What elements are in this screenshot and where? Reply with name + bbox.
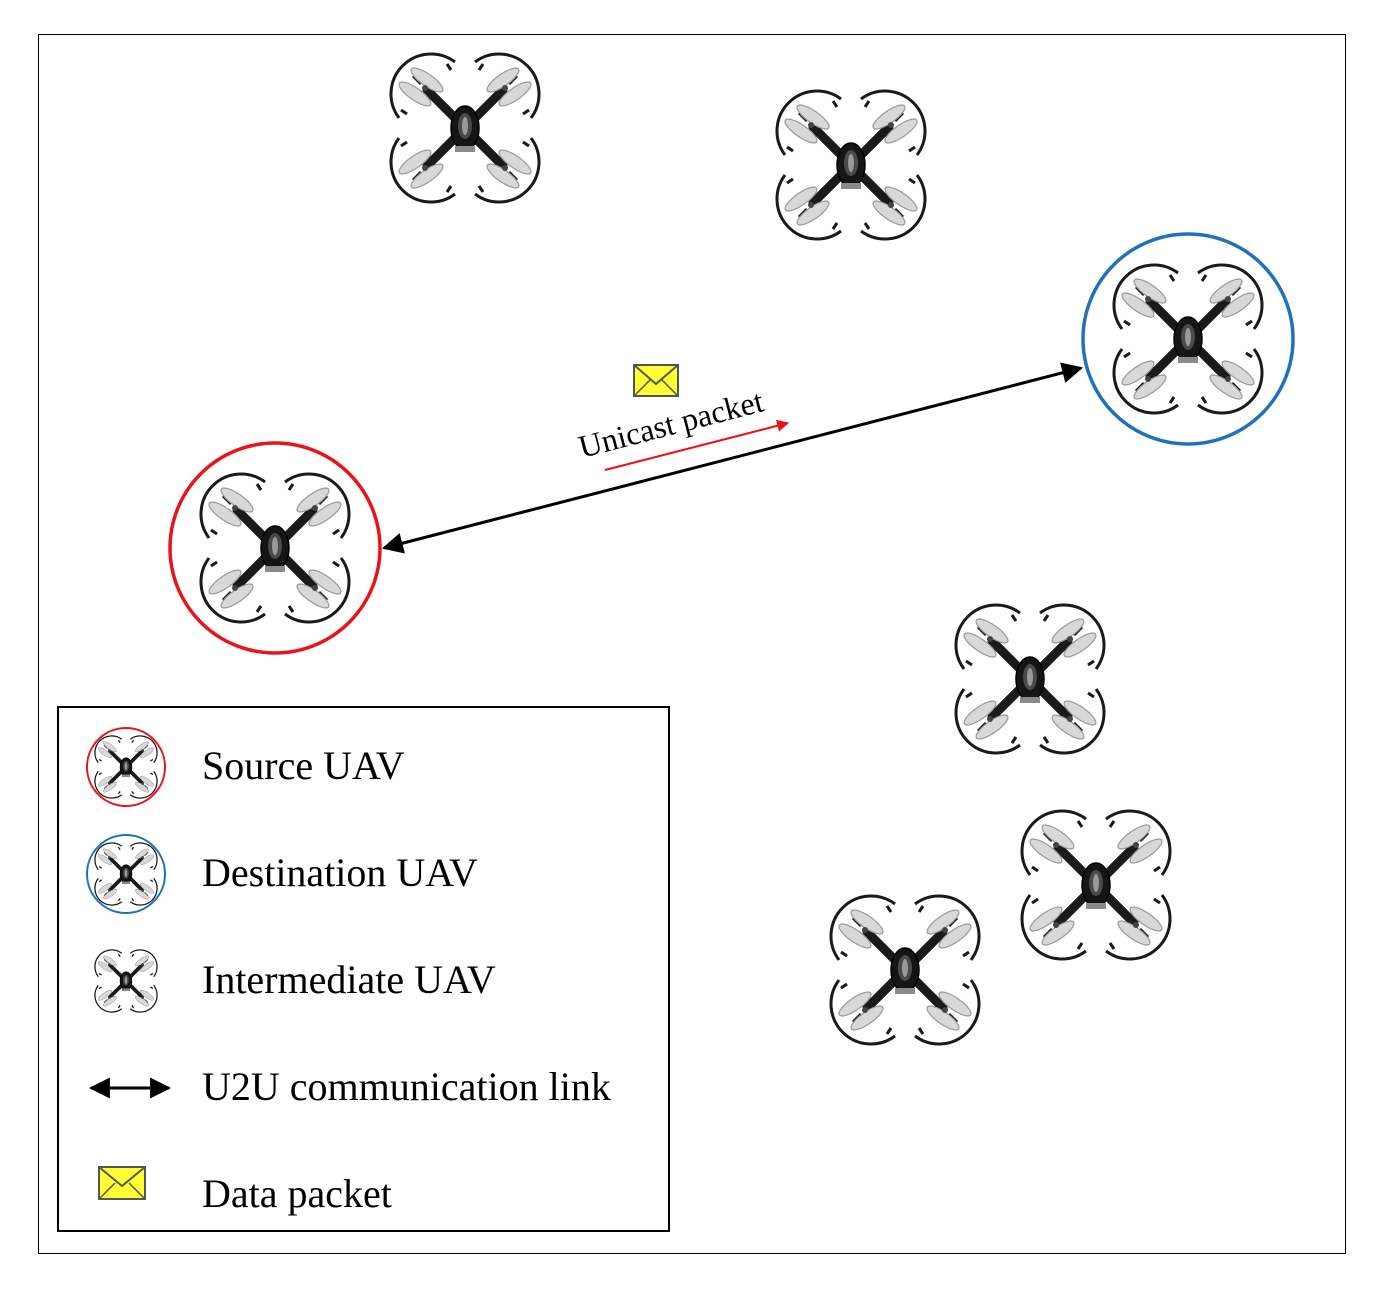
blue-ring-drone-icon	[86, 834, 166, 914]
intermediate-uav-node-1	[391, 54, 539, 202]
diagram-frame	[38, 34, 1346, 1254]
intermediate-uav-node-4	[1022, 811, 1170, 959]
legend-label: Data packet	[202, 1171, 392, 1216]
u2u-link-edge	[381, 362, 1084, 554]
quadcopter-drone-icon	[201, 474, 349, 622]
drone-icon	[81, 936, 171, 1026]
legend-item-u2u-link: U2U communication link	[59, 1043, 668, 1133]
quadcopter-drone-icon	[1022, 811, 1170, 959]
quadcopter-drone-icon	[391, 54, 539, 202]
destination-uav-node	[1081, 232, 1295, 446]
intermediate-uav-node-2	[777, 91, 925, 239]
source-ring	[168, 441, 382, 655]
envelope-icon	[98, 1166, 146, 1200]
source-uav-node	[168, 441, 382, 655]
legend-item-source-uav: Source UAV	[59, 722, 668, 812]
legend-item-destination-uav: Destination UAV	[59, 829, 668, 919]
legend: Source UAV Destination UAV Intermediate …	[57, 706, 670, 1232]
legend-item-intermediate-uav: Intermediate UAV	[59, 936, 668, 1026]
legend-item-data-packet: Data packet	[59, 1150, 668, 1240]
intermediate-uav-node-5	[831, 896, 979, 1044]
envelope-icon	[633, 364, 679, 397]
quadcopter-drone-icon	[1114, 265, 1262, 413]
destination-ring	[1081, 232, 1295, 446]
legend-label: Destination UAV	[202, 850, 478, 895]
legend-label: Source UAV	[202, 743, 405, 788]
double-arrow-icon	[88, 1077, 171, 1099]
quadcopter-drone-icon	[831, 896, 979, 1044]
quadcopter-drone-icon	[956, 605, 1104, 753]
intermediate-uav-node-3	[956, 605, 1104, 753]
packet-direction-arrow	[604, 419, 790, 471]
legend-label: U2U communication link	[202, 1064, 611, 1109]
legend-label: Intermediate UAV	[202, 957, 496, 1002]
quadcopter-drone-icon	[777, 91, 925, 239]
red-ring-drone-icon	[86, 727, 166, 807]
